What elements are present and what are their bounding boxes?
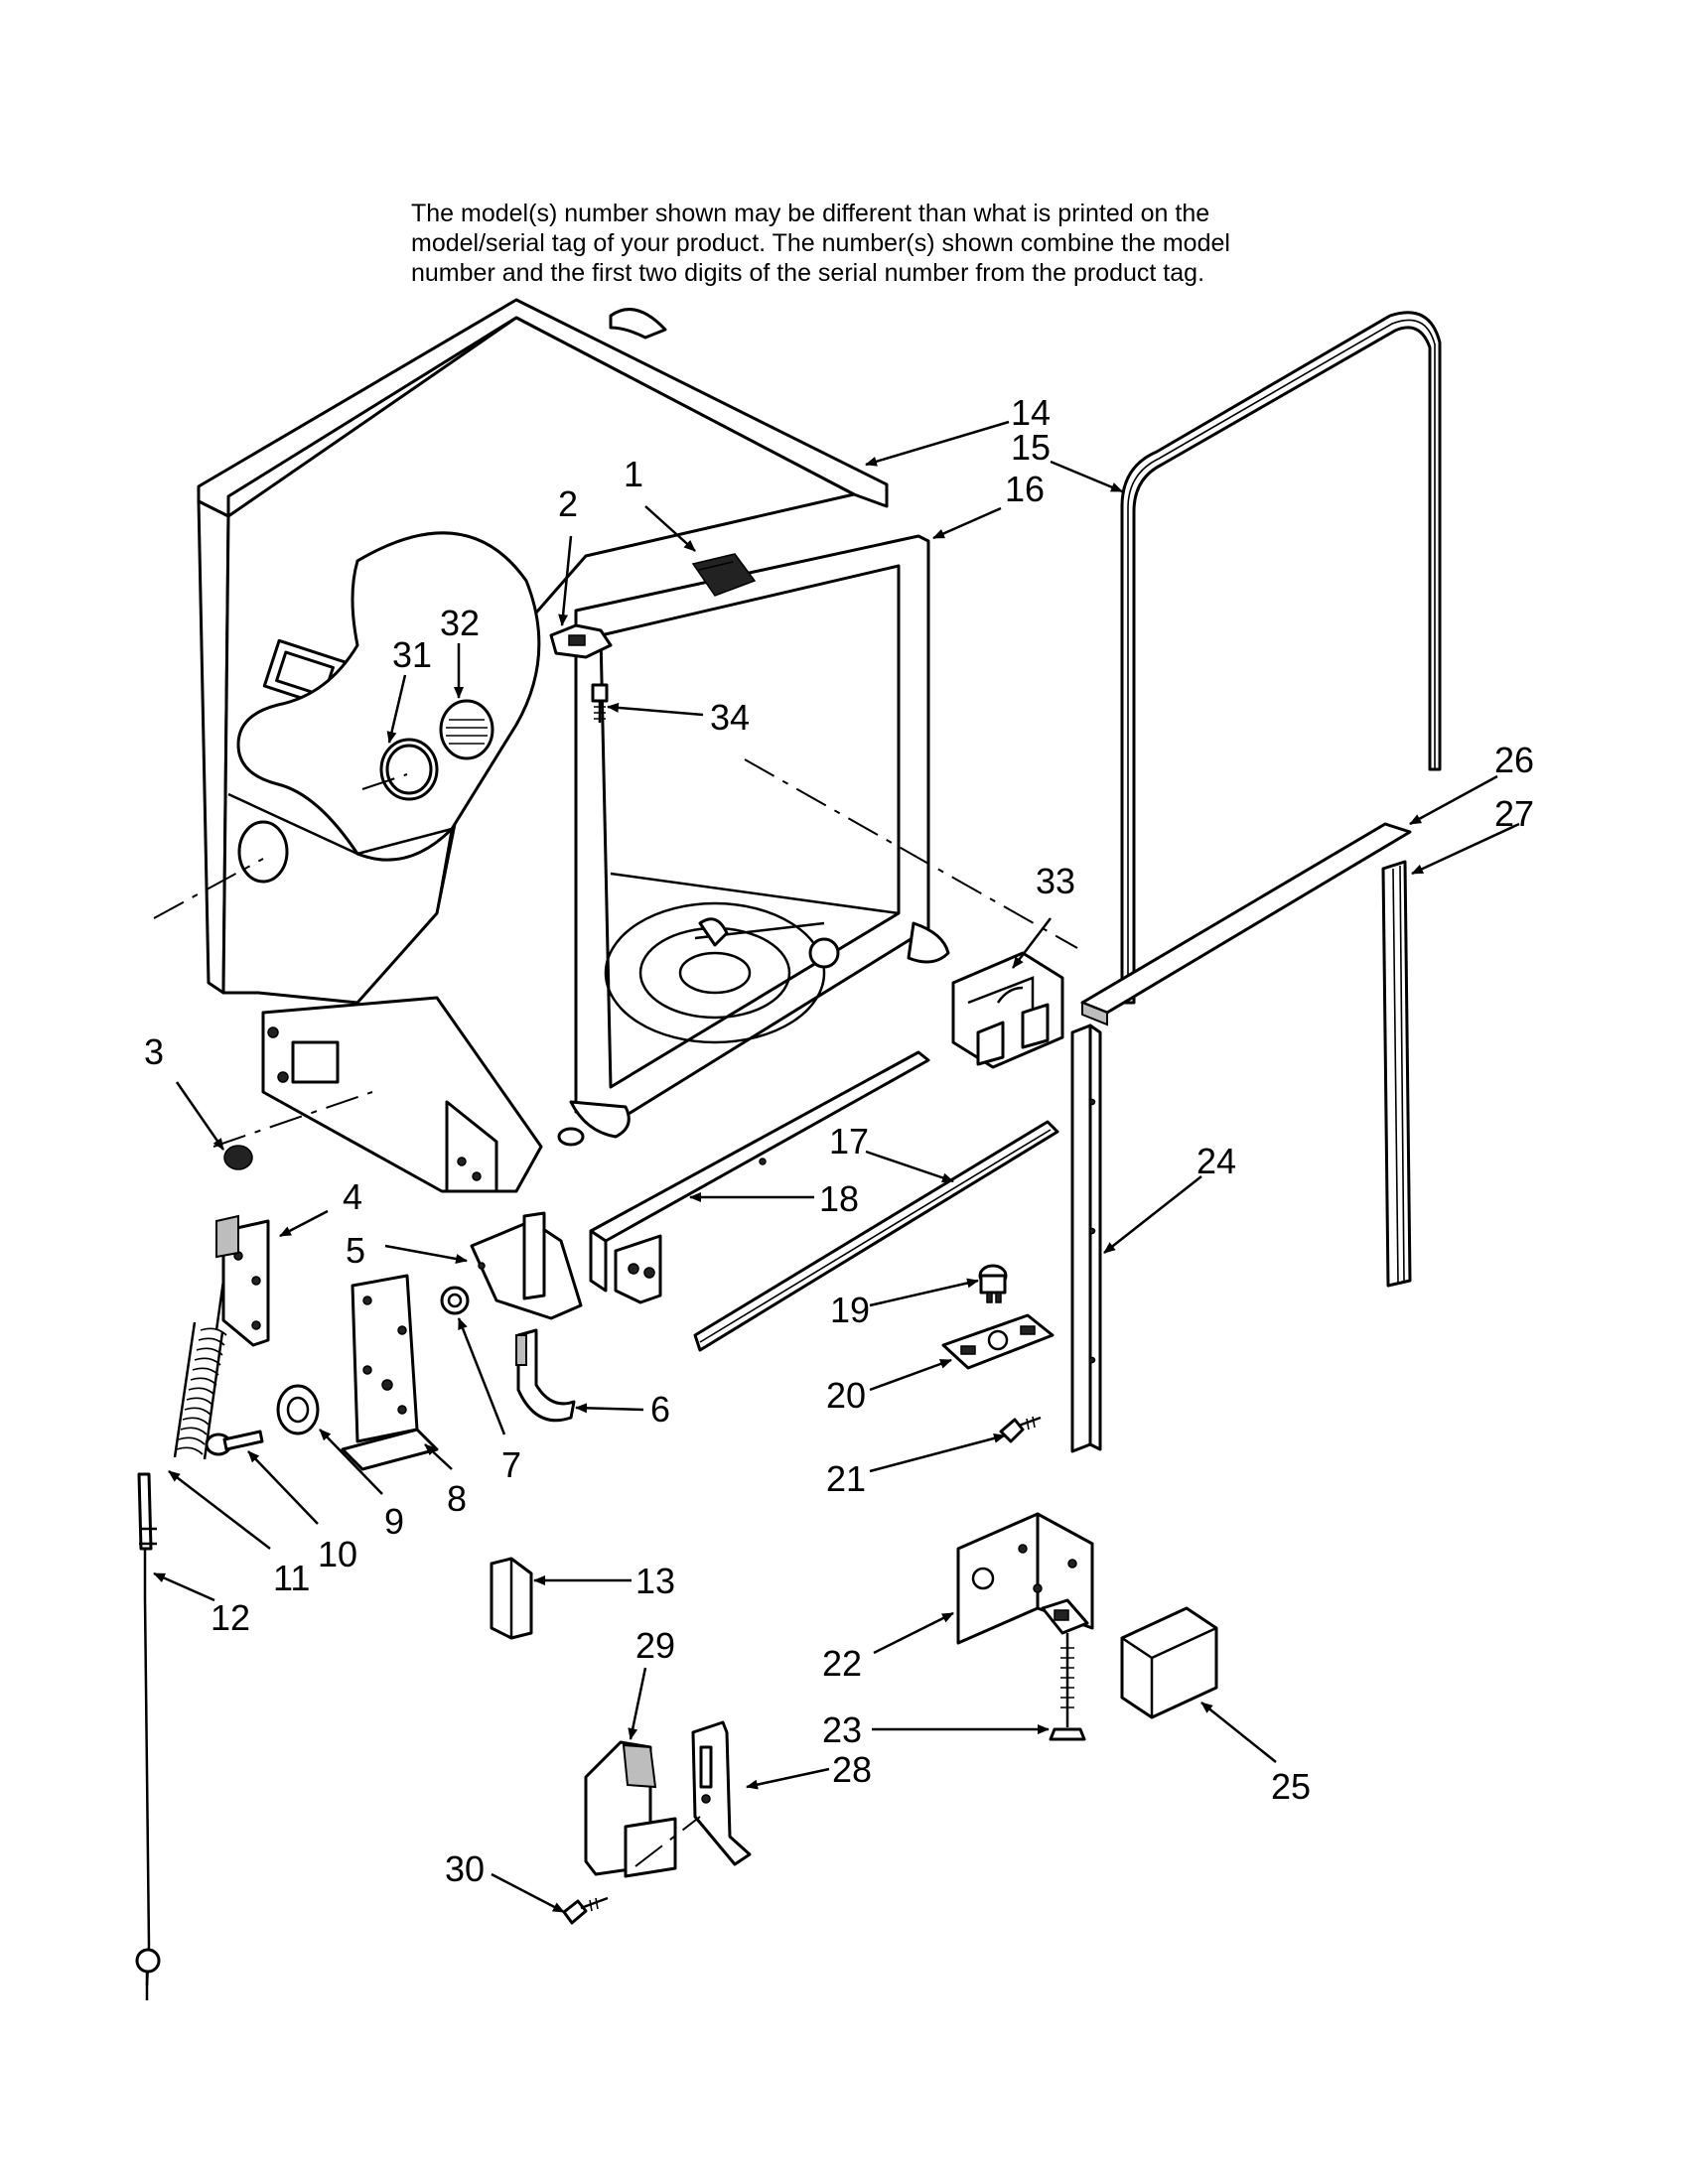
callout-32: 32 xyxy=(440,603,480,643)
part-9-wheel xyxy=(276,1384,320,1435)
part-25-cover xyxy=(1120,1606,1218,1719)
part-3-plug xyxy=(223,1145,253,1170)
callout-10: 10 xyxy=(318,1534,357,1574)
part-4-bracket xyxy=(215,1214,270,1347)
callout-25: 25 xyxy=(1271,1766,1311,1807)
part-17-rail xyxy=(693,1120,1059,1352)
callout-31: 31 xyxy=(392,634,432,675)
part-5-hinge-bracket xyxy=(470,1211,583,1320)
callout-9: 9 xyxy=(384,1501,404,1542)
part-8-mounting-plate xyxy=(341,1274,439,1471)
callout-3: 3 xyxy=(144,1031,164,1072)
part-19-sensor xyxy=(978,1264,1008,1303)
part-33-clip xyxy=(951,951,1064,1069)
callout-34: 34 xyxy=(710,697,750,738)
part-7-nut xyxy=(440,1286,470,1315)
callout-28: 28 xyxy=(832,1749,872,1790)
callout-30: 30 xyxy=(445,1848,485,1889)
part-1-hinge-clip xyxy=(691,553,757,597)
callout-19: 19 xyxy=(830,1290,870,1330)
part-20-plate xyxy=(941,1313,1055,1370)
note-line-2: model/serial tag of your product. The nu… xyxy=(411,229,1230,257)
callout-5: 5 xyxy=(346,1230,365,1271)
callout-18: 18 xyxy=(819,1178,859,1219)
part-10-pin xyxy=(205,1430,264,1456)
callout-14: 14 xyxy=(1011,392,1051,433)
callout-7: 7 xyxy=(501,1444,521,1485)
callout-8: 8 xyxy=(447,1478,467,1519)
callout-24: 24 xyxy=(1196,1141,1236,1181)
note-line-1: The model(s) number shown may be differe… xyxy=(411,200,1210,227)
callout-labels: 1 2 3 4 5 6 7 8 9 10 11 12 13 14 15 16 1… xyxy=(144,392,1534,1889)
part-23-leveler xyxy=(1049,1633,1086,1741)
part-29-block xyxy=(584,1740,701,1878)
callout-22: 22 xyxy=(822,1643,862,1684)
part-22-bracket xyxy=(956,1512,1094,1645)
callout-15: 15 xyxy=(1011,427,1051,468)
part-34-screw xyxy=(591,683,609,723)
vent-grille-icon xyxy=(446,719,488,745)
callout-6: 6 xyxy=(650,1389,670,1430)
callout-4: 4 xyxy=(343,1176,362,1217)
callout-12: 12 xyxy=(211,1597,250,1638)
callout-1: 1 xyxy=(624,454,643,494)
callout-27: 27 xyxy=(1494,793,1534,834)
callout-20: 20 xyxy=(826,1375,866,1416)
part-6-hook xyxy=(515,1328,576,1423)
part-12-cable xyxy=(135,1472,161,2000)
callout-21: 21 xyxy=(826,1458,866,1499)
callout-13: 13 xyxy=(635,1561,675,1601)
part-15-door-gasket xyxy=(1120,311,1442,1005)
callout-16: 16 xyxy=(1005,469,1045,509)
callout-33: 33 xyxy=(1036,861,1075,901)
part-2-bracket xyxy=(549,623,613,659)
part-18-rail xyxy=(589,1050,930,1304)
callout-2: 2 xyxy=(558,483,578,524)
part-11-spring xyxy=(173,1280,227,1460)
callout-23: 23 xyxy=(822,1709,862,1750)
note-line-3: number and the first two digits of the s… xyxy=(411,259,1205,287)
callout-11: 11 xyxy=(273,1558,310,1598)
part-24-side-strip xyxy=(1070,1024,1102,1453)
callout-26: 26 xyxy=(1494,740,1534,780)
part-26-trim-strip xyxy=(1080,822,1412,1026)
callout-17: 17 xyxy=(829,1121,869,1161)
part-28-bracket xyxy=(691,1720,752,1866)
callout-29: 29 xyxy=(635,1625,675,1666)
callout-arrows xyxy=(153,420,1520,1914)
part-27-side-strip xyxy=(1381,860,1412,1288)
tub-assembly xyxy=(153,298,1078,1193)
part-21-screw xyxy=(999,1416,1042,1443)
part-30-screw xyxy=(562,1896,609,1925)
model-number-note: The model(s) number shown may be differe… xyxy=(411,199,1404,288)
part-13-clip xyxy=(490,1557,533,1640)
